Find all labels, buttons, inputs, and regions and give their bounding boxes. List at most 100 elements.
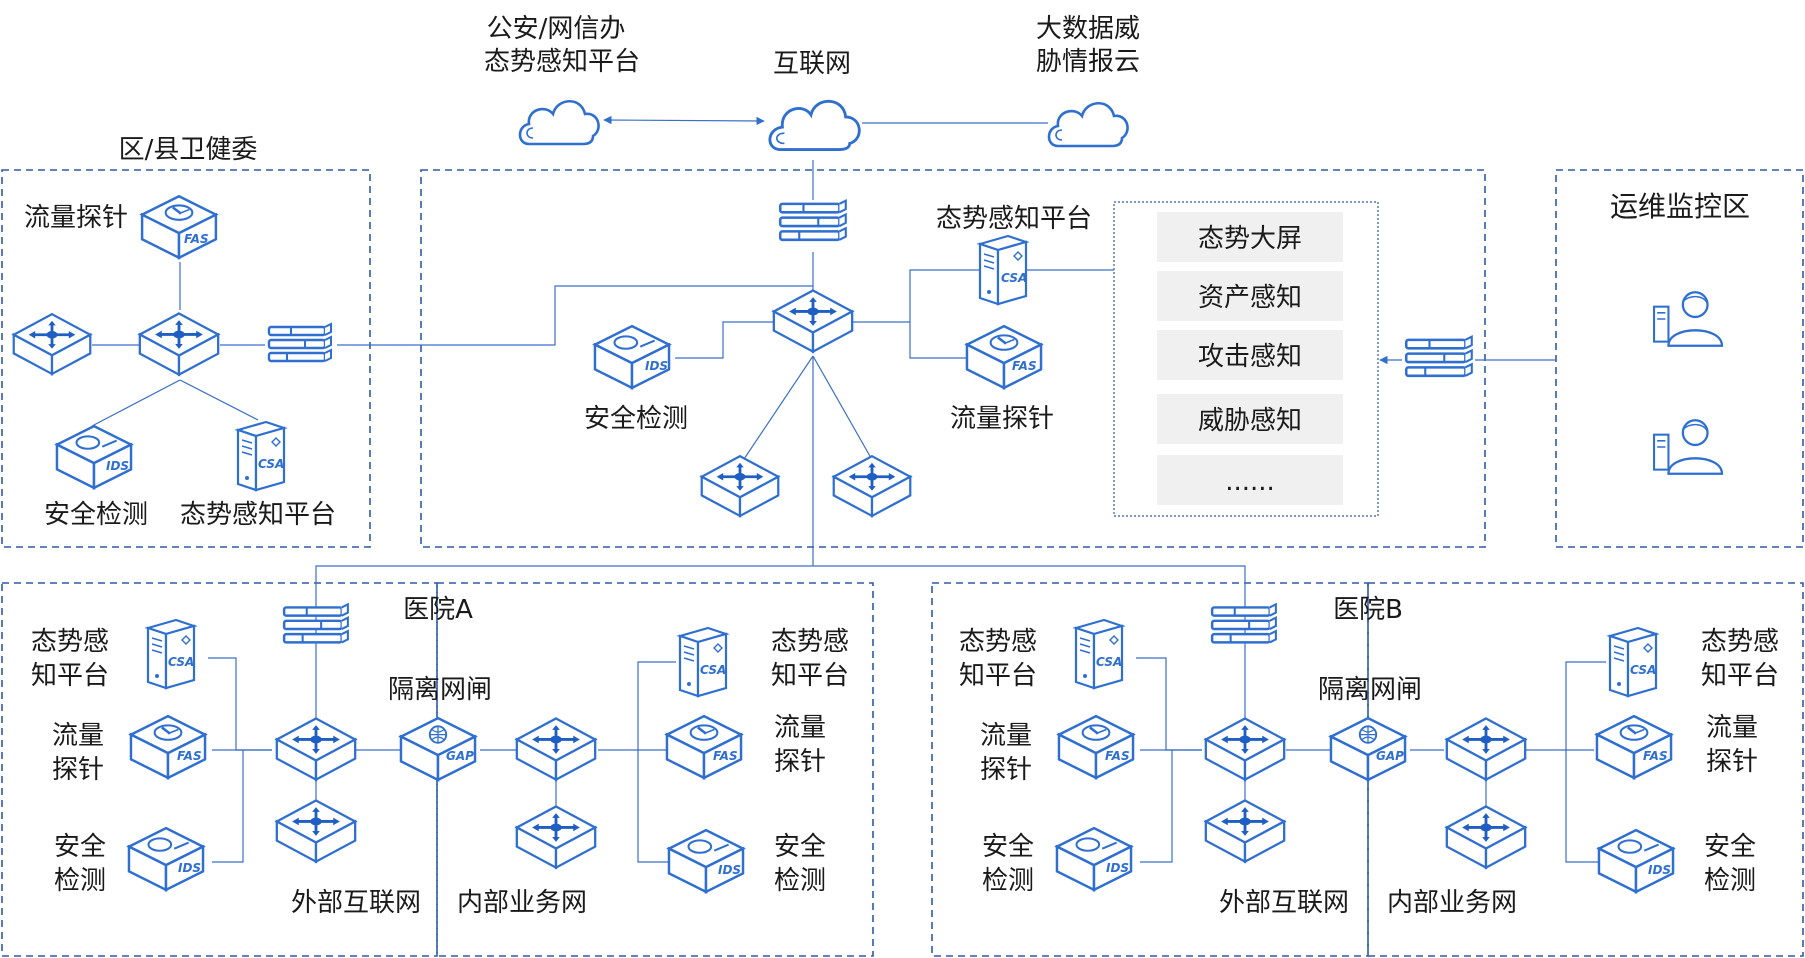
ops-firewall-icon — [1404, 335, 1474, 378]
hospital-b-left-csa-tag: CSA — [1096, 655, 1122, 669]
hospital-b-right-ids-label-1: 安全 — [1704, 832, 1756, 862]
district-fas-tag: FAS — [184, 232, 209, 246]
hospital-b-internal-access-switch-icon — [1445, 804, 1527, 870]
hospital-b-left-probe-label-2: 探针 — [980, 755, 1032, 785]
hospital-a-left-fas-icon — [129, 714, 207, 780]
ops-title: 运维监控区 — [1610, 190, 1750, 223]
center-csa-tag: CSA — [1001, 271, 1027, 285]
hospital-a-right-csa-label-2: 知平台 — [771, 661, 849, 691]
threat-cloud-label-2: 胁情报云 — [1036, 47, 1140, 77]
platform-module-menu: 态势大屏 资产感知 攻击感知 威胁感知 ...... — [1157, 212, 1343, 505]
hospital-b-left-probe-label-1: 流量 — [980, 721, 1032, 751]
ops-operator-icon-2 — [1652, 419, 1724, 475]
district-access-switch-icon — [12, 312, 92, 376]
hospital-b-right-probe-label-1: 流量 — [1706, 713, 1758, 743]
hospital-a-left-fas-tag: FAS — [177, 749, 202, 763]
hospital-b-left-ids-label-1: 安全 — [982, 832, 1034, 862]
hospital-b-right-ids-tag: IDS — [1648, 863, 1671, 877]
district-csa-tag: CSA — [258, 457, 284, 471]
hospital-a-right-probe-label-2: 探针 — [774, 747, 826, 777]
hospital-b-left-ids-tag: IDS — [1106, 861, 1129, 875]
hospital-a-gap-label: 隔离网闸 — [388, 675, 492, 705]
hospital-a-right-fas-tag: FAS — [713, 749, 738, 763]
menu-item-bg-more — [1157, 455, 1343, 505]
hospital-a-left-csa-label-2: 知平台 — [31, 661, 109, 691]
center-zone-border — [420, 169, 1486, 548]
hospital-a-right-ids-label-1: 安全 — [774, 832, 826, 862]
hospital-a-internal-switch-icon — [515, 716, 597, 782]
hospital-b-right-ids-label-2: 检测 — [1704, 866, 1756, 896]
district-csa-label: 态势感知平台 — [180, 500, 336, 530]
center-ids-label: 安全检测 — [584, 404, 688, 434]
hospital-b-gap-label: 隔离网闸 — [1318, 675, 1422, 705]
cloud-icon-internet — [768, 99, 861, 152]
menu-item-situation-screen[interactable]: 态势大屏 — [1198, 224, 1302, 254]
hospital-b-left-ids-icon — [1055, 826, 1133, 892]
hospital-a-firewall-icon — [282, 603, 350, 644]
hospital-a-left-probe-label-2: 探针 — [52, 755, 104, 785]
hospital-b-right-csa-label-1: 态势感 — [1701, 627, 1779, 657]
hospital-a-right-csa-label-1: 态势感 — [771, 627, 849, 657]
district-core-switch-icon — [138, 311, 220, 377]
hospital-b-left-ids-label-2: 检测 — [982, 866, 1034, 896]
hospital-b-left-csa-label-2: 知平台 — [959, 661, 1037, 691]
hospital-a-right-ids-tag: IDS — [718, 863, 741, 877]
platform-module-panel — [1113, 201, 1379, 517]
menu-item-more[interactable]: ...... — [1225, 467, 1275, 497]
center-probe-label: 流量探针 — [950, 404, 1054, 434]
menu-item-asset-awareness[interactable]: 资产感知 — [1198, 283, 1302, 313]
hospital-b-right-csa-label-2: 知平台 — [1701, 661, 1779, 691]
hospital-a-right-fas-icon — [665, 714, 743, 780]
hospital-b-right-fas-tag: FAS — [1643, 749, 1668, 763]
center-switch-left-icon — [700, 454, 780, 518]
hospital-b-external-switch-icon — [1204, 716, 1286, 782]
center-fas-tag: FAS — [1012, 359, 1037, 373]
hospital-a-left-csa-label-1: 态势感 — [31, 627, 109, 657]
hospital-a-left-csa-tag: CSA — [168, 655, 194, 669]
hospital-b-left-fas-icon — [1057, 714, 1135, 780]
hospital-b-right-csa-tag: CSA — [1630, 663, 1656, 677]
ops-zone-border — [1555, 169, 1804, 548]
hospital-a-title: 医院A — [403, 595, 473, 625]
hospital-a-external-label: 外部互联网 — [291, 888, 421, 918]
center-fas-probe-icon — [965, 324, 1043, 390]
cloud-icon-police — [518, 99, 600, 146]
center-ids-icon — [593, 324, 671, 390]
hospital-a-left-ids-label-2: 检测 — [54, 866, 106, 896]
menu-item-bg-asset-awareness — [1157, 271, 1343, 321]
hospital-b-external-label: 外部互联网 — [1219, 888, 1349, 918]
hospital-b-gap-tag: GAP — [1376, 749, 1404, 763]
district-title: 区/县卫健委 — [119, 135, 258, 165]
hospital-b-right-probe-label-2: 探针 — [1706, 747, 1758, 777]
threat-cloud-label-1: 大数据威 — [1036, 14, 1140, 44]
hospital-b-external-access-switch-icon — [1204, 798, 1286, 864]
hospital-a-right-csa-icon — [678, 626, 728, 698]
center-core-switch-icon — [772, 288, 854, 354]
internet-label: 互联网 — [773, 49, 851, 79]
hospital-a-left-ids-label-1: 安全 — [54, 832, 106, 862]
hospital-b-left-fas-tag: FAS — [1105, 749, 1130, 763]
hospital-a-gap-tag: GAP — [446, 749, 474, 763]
hospital-b-left-csa-icon — [1074, 618, 1124, 690]
menu-item-bg-attack-awareness — [1157, 330, 1343, 380]
hospital-b-internal-label: 内部业务网 — [1387, 888, 1517, 918]
hospital-a-external-switch-icon — [275, 716, 357, 782]
district-csa-icon — [236, 420, 286, 492]
menu-item-threat-awareness[interactable]: 威胁感知 — [1198, 406, 1302, 436]
center-csa-icon — [978, 234, 1028, 306]
hospital-a-external-zone — [1, 582, 438, 957]
menu-item-bg-threat-awareness — [1157, 394, 1343, 444]
menu-item-bg-situation-screen — [1157, 212, 1343, 262]
center-ids-tag: IDS — [645, 359, 668, 373]
menu-item-attack-awareness[interactable]: 攻击感知 — [1198, 342, 1302, 372]
hospital-a-left-ids-icon — [127, 826, 205, 892]
hospital-a-right-ids-label-2: 检测 — [774, 866, 826, 896]
police-platform-label-1: 公安/网信办 — [487, 14, 626, 44]
hospital-a-internal-label: 内部业务网 — [457, 888, 587, 918]
hospital-a-left-probe-label-1: 流量 — [52, 721, 104, 751]
hospital-a-left-ids-tag: IDS — [178, 861, 201, 875]
center-platform-label: 态势感知平台 — [936, 204, 1092, 234]
hospital-b-firewall-icon — [1210, 603, 1278, 644]
hospital-b-right-fas-icon — [1595, 714, 1673, 780]
